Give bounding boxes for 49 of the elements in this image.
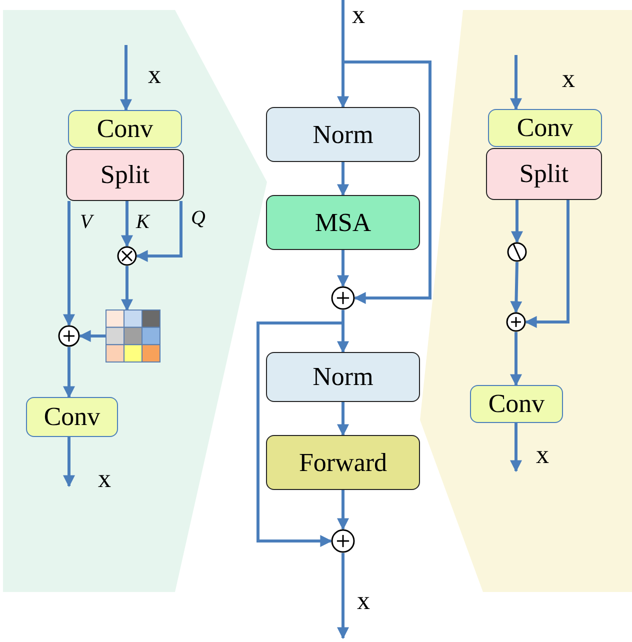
arrow — [121, 266, 133, 312]
arrow — [510, 423, 522, 472]
arrow — [510, 262, 522, 314]
split-block: Split — [486, 148, 602, 200]
arrow — [121, 201, 133, 248]
arrow — [511, 200, 523, 244]
conv-block: Conv — [470, 385, 563, 423]
add-node — [58, 325, 80, 347]
conv-block: Conv — [68, 110, 182, 148]
arrow — [337, 250, 349, 288]
arrow — [337, 162, 349, 196]
msa-block: MSA — [266, 195, 420, 250]
arrow — [136, 201, 182, 262]
arrow — [343, 60, 432, 304]
arrow — [337, 402, 349, 436]
panel-background — [3, 10, 268, 592]
arrow — [78, 330, 106, 342]
split-block: Split — [66, 149, 184, 201]
multiply-node — [117, 246, 137, 266]
variable-label: x — [536, 442, 549, 468]
edge-label: Q — [191, 208, 206, 228]
arrow — [120, 45, 132, 112]
forward-block: Forward — [266, 435, 420, 490]
variable-label: x — [148, 62, 161, 88]
variable-label: x — [357, 588, 370, 614]
variable-label: x — [352, 2, 365, 28]
arrow — [510, 55, 522, 110]
arrow — [63, 347, 75, 398]
arrow — [337, 490, 349, 530]
norm-block: Norm — [266, 107, 420, 162]
arrow — [524, 200, 570, 328]
edge-label: V — [80, 212, 92, 232]
add-node — [331, 286, 355, 310]
add-node — [331, 529, 355, 553]
variable-label: x — [98, 466, 111, 492]
arrow — [510, 332, 522, 386]
panel-background — [420, 10, 632, 592]
arrow — [63, 201, 75, 326]
attention-matrix-grid — [106, 310, 160, 362]
add-node — [506, 312, 526, 332]
edge-label: K — [136, 212, 150, 232]
arrow — [337, 553, 349, 640]
conv-block: Conv — [26, 397, 118, 437]
norm-block: Norm — [266, 352, 420, 402]
arrow — [63, 437, 75, 488]
conv-block: Conv — [488, 109, 602, 147]
arrow — [337, 0, 349, 108]
variable-label: x — [562, 66, 575, 92]
division-node — [507, 242, 527, 262]
